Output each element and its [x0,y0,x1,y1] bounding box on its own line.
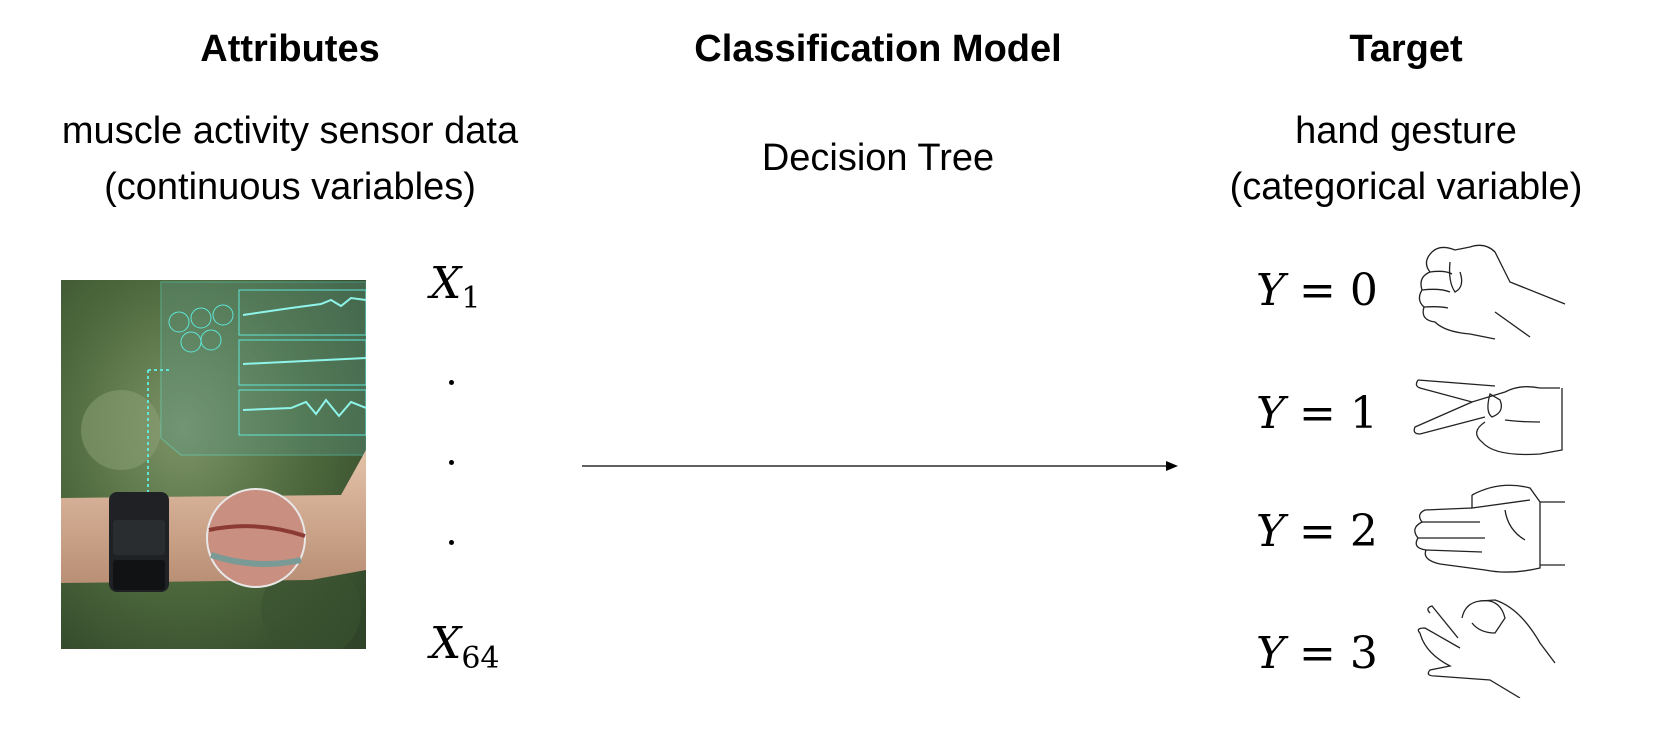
two-fingers-hand-icon [1413,379,1563,456]
class-row-0: Y = 0 [1256,265,1378,316]
mapping-arrow [582,461,1178,471]
equals-sign: = [1299,506,1336,557]
equals-sign: = [1299,265,1336,316]
equals-sign: = [1299,388,1336,439]
class-row-3: Y = 3 [1256,628,1378,679]
attribute-x64: X64 [430,618,500,676]
class-value: 1 [1349,388,1378,439]
model-name: Decision Tree [761,137,995,179]
class-row-2: Y = 2 [1256,506,1378,557]
class-value: 3 [1349,628,1378,679]
x64-var: X [430,618,462,669]
class-var: Y [1256,265,1286,316]
target-desc-line1: hand gesture [1295,110,1517,152]
armband-photo [61,280,366,649]
class-var: Y [1256,628,1286,679]
ok-sign-hand-icon [1417,599,1556,698]
attributes-heading: Attributes [200,28,380,70]
fist-hand-icon [1418,244,1566,340]
attributes-desc-line1: muscle activity sensor data [61,110,519,152]
model-heading: Classification Model [694,28,1062,70]
class-var: Y [1256,506,1286,557]
ellipsis-dot [449,460,454,465]
flat-hand-icon [1414,484,1565,573]
x1-var: X [430,258,462,309]
target-heading: Target [1349,28,1463,70]
attributes-description: muscle activity sensor data (continuous … [62,103,518,215]
class-var: Y [1256,388,1286,439]
attributes-desc-line2: (continuous variables) [104,166,476,208]
attribute-x1: X1 [430,258,480,316]
x1-subscript: 1 [461,281,481,316]
class-value: 0 [1349,265,1378,316]
ellipsis-dot [449,540,454,545]
x64-subscript: 64 [461,641,500,676]
ellipsis-dot [449,380,454,385]
target-description: hand gesture (categorical variable) [1230,103,1583,215]
class-value: 2 [1349,506,1378,557]
target-desc-line2: (categorical variable) [1229,166,1583,208]
class-row-1: Y = 1 [1256,388,1378,439]
equals-sign: = [1299,628,1336,679]
